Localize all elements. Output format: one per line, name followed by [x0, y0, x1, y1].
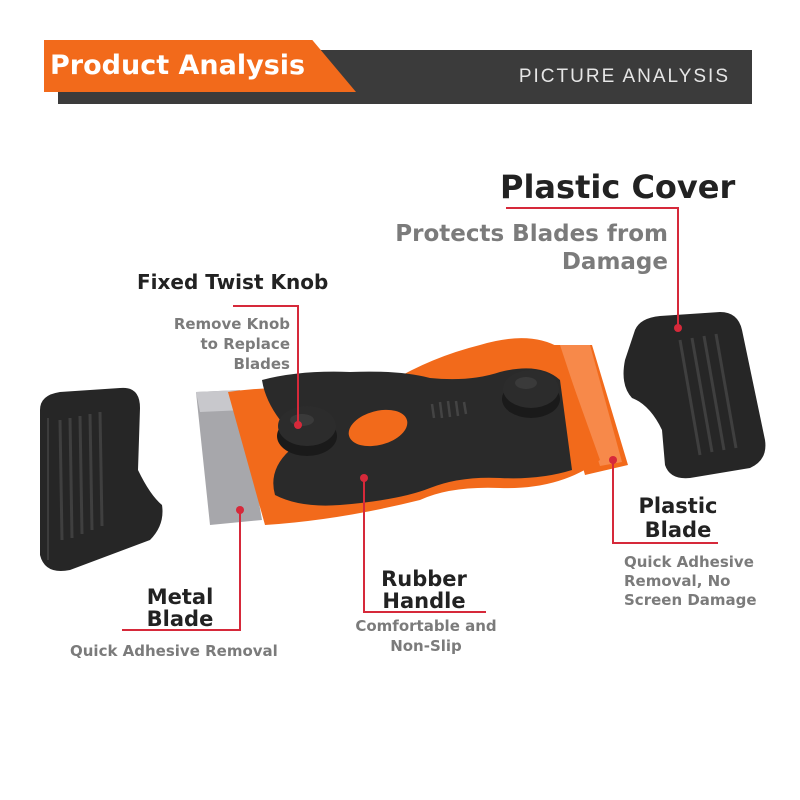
right-plastic-cover: [623, 312, 766, 479]
plastic-cover-title: Plastic Cover: [500, 168, 736, 206]
metal-blade-title-line2: Blade: [146, 607, 214, 631]
rubber-handle-title-line1: Rubber: [381, 567, 467, 591]
rubber-handle-desc-line1: Comfortable and: [355, 617, 497, 635]
header-subtitle: PICTURE ANALYSIS: [518, 66, 730, 87]
rubber-handle-title: Rubber Handle: [374, 568, 474, 612]
leader-lines: [122, 207, 718, 631]
twist-knob-desc-line3: Blades: [233, 355, 290, 373]
plastic-blade-desc-line3: Screen Damage: [624, 591, 757, 609]
rubber-handle-desc-line2: Non-Slip: [390, 637, 462, 655]
plastic-blade-desc-line2: Removal, No: [624, 572, 731, 590]
rubber-handle-desc: Comfortable and Non-Slip: [350, 616, 502, 656]
plastic-blade-title: Plastic Blade: [630, 494, 726, 542]
left-twist-knob: [277, 406, 337, 456]
header-tag: Product Analysis: [44, 40, 356, 92]
plastic-cover-desc: Protects Blades from Damage: [388, 220, 668, 276]
twist-knob-title: Fixed Twist Knob: [137, 270, 329, 294]
header-tag-text: Product Analysis: [50, 50, 306, 81]
twist-knob-desc: Remove Knob to Replace Blades: [140, 314, 290, 374]
plastic-cover-desc-line2: Damage: [561, 249, 668, 275]
metal-blade-desc: Quick Adhesive Removal: [70, 642, 278, 660]
plastic-blade-title-line2: Blade: [644, 518, 712, 542]
metal-blade-title-line1: Metal: [146, 585, 214, 609]
twist-knob-desc-line1: Remove Knob: [173, 315, 290, 333]
twist-knob-desc-line2: to Replace: [200, 335, 291, 353]
rubber-handle: [262, 368, 572, 506]
plastic-blade-desc-line1: Quick Adhesive: [624, 553, 754, 571]
plastic-blade-title-line1: Plastic: [638, 494, 718, 518]
right-twist-knob: [502, 370, 560, 418]
metal-blade-title: Metal Blade: [140, 586, 220, 630]
rubber-handle-title-line2: Handle: [382, 589, 466, 613]
leader-dots: [236, 324, 682, 514]
handle-orange-window: [348, 409, 408, 447]
grip-ridges: [430, 400, 468, 419]
plastic-blade-desc: Quick Adhesive Removal, No Screen Damage: [624, 553, 794, 610]
plastic-cover-desc-line1: Protects Blades from: [395, 221, 668, 247]
left-plastic-cover: [40, 387, 163, 571]
